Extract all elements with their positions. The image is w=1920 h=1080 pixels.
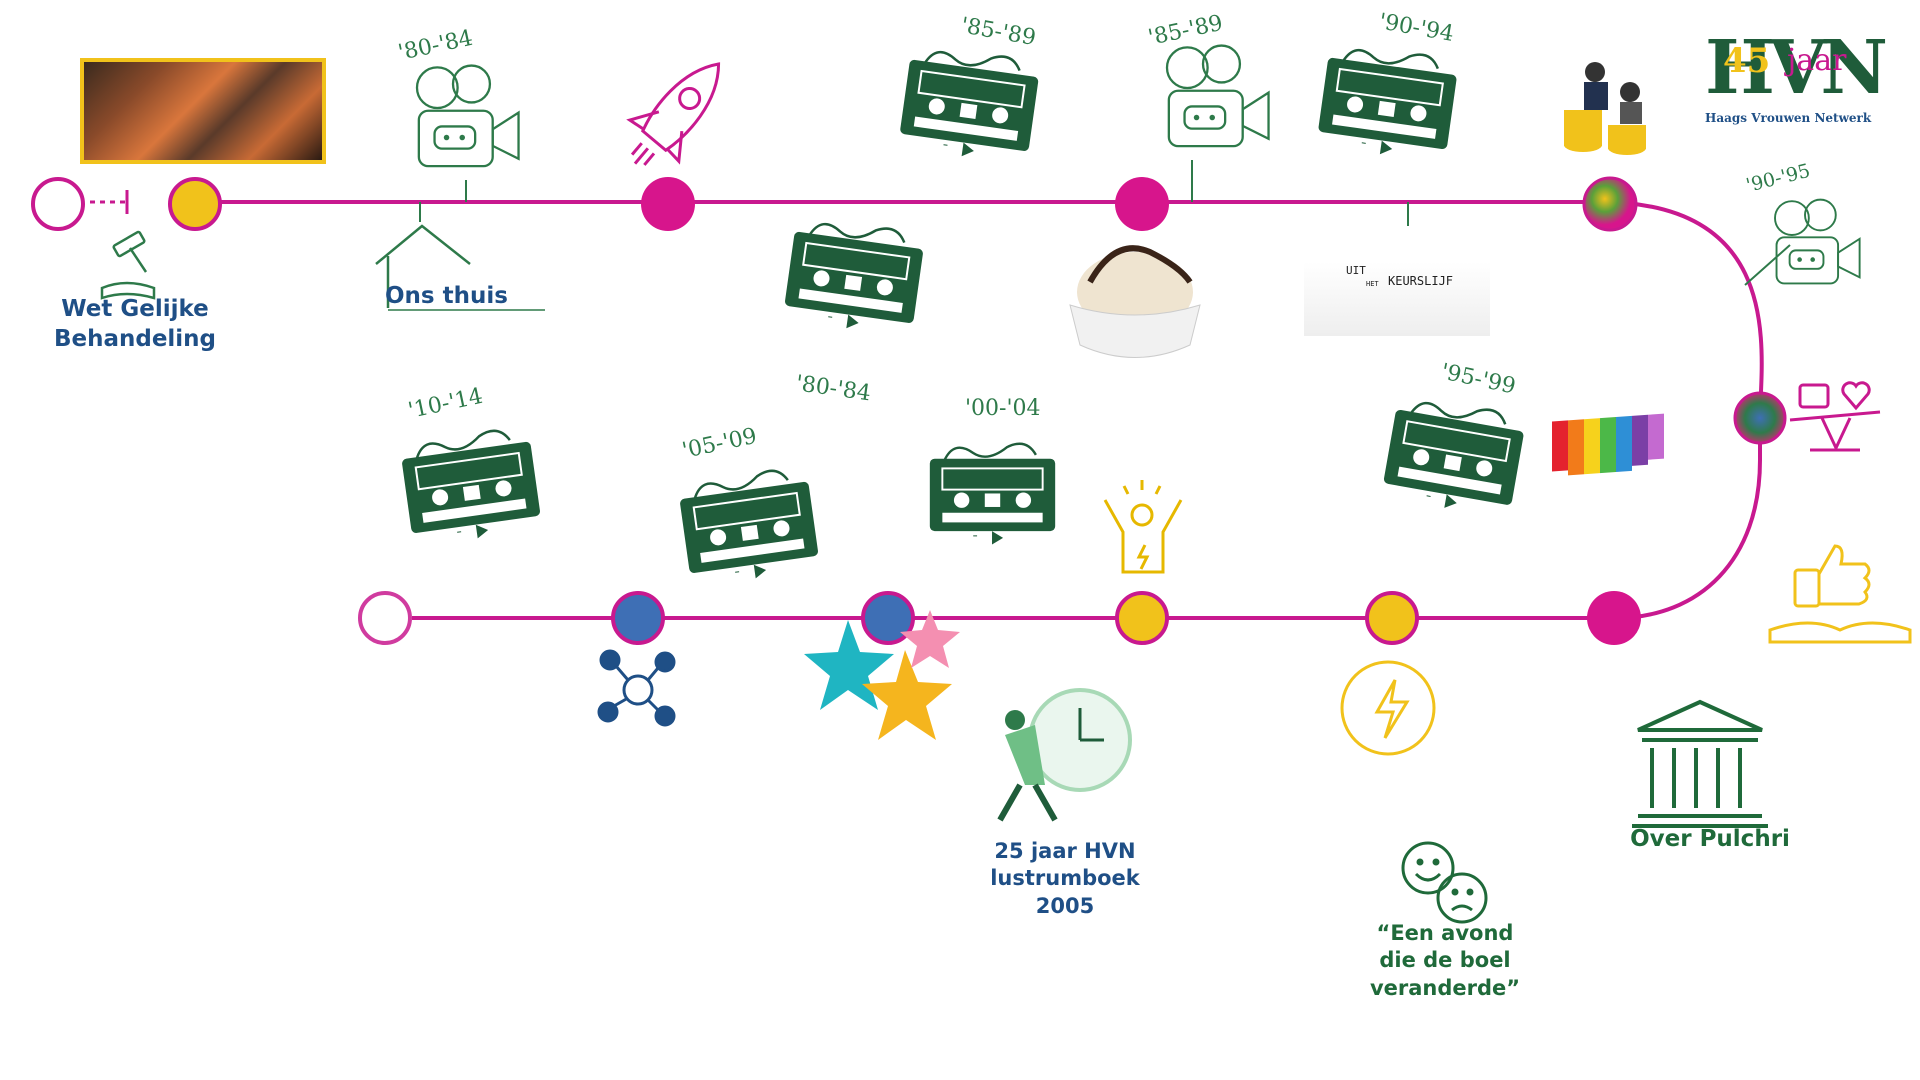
balance-icon [1789, 381, 1881, 452]
logo-letters: HVN [1705, 25, 1888, 111]
node-3[interactable] [1115, 177, 1169, 231]
gavel-icon [100, 230, 156, 300]
cassette-icon-7 [1379, 392, 1529, 521]
emotion-icon [1401, 841, 1488, 924]
year-tape4: '10-'14 [406, 384, 485, 424]
lustrum-line3: 2005 [1035, 893, 1095, 918]
top-track [90, 160, 1791, 620]
label-ons-thuis-text: Ons thuis [385, 283, 508, 309]
youtube-thumbnail[interactable]: UIT HET KEURSLIJF [1304, 262, 1490, 336]
temple-icon [1632, 699, 1768, 828]
node-1[interactable] [168, 177, 222, 231]
logo-org: Haags Vrouwen Netwerk [1705, 111, 1872, 125]
logo-word: jaar [1787, 43, 1847, 78]
node-2[interactable] [641, 177, 695, 231]
cassette-icon-5 [675, 464, 823, 589]
node-4[interactable] [1582, 176, 1638, 232]
node-8[interactable] [1115, 591, 1169, 645]
year-tape1: '85-'89 [959, 13, 1038, 51]
year-tape6: '00-'04 [965, 396, 1041, 421]
node-end[interactable] [358, 591, 412, 645]
node-7[interactable] [1365, 591, 1419, 645]
lustrum-line2: lustrumboek [990, 866, 1140, 891]
label-wet-text: Wet Gelijke Behandeling [53, 296, 217, 352]
energy-icon [1340, 660, 1436, 756]
avond-line2: die de boel [1379, 948, 1511, 973]
node-6[interactable] [1587, 591, 1641, 645]
year-cam3: '90-'95 [1744, 160, 1813, 197]
node-9[interactable] [861, 591, 915, 645]
cassette-icon-1 [896, 42, 1043, 167]
youtube-het: HET [1366, 280, 1379, 288]
year-cam1: '80-'84 [396, 26, 475, 66]
rainbow-icon [1552, 413, 1664, 476]
camera-icon-1 [415, 64, 520, 168]
year-cam2: '85-'89 [1146, 11, 1225, 51]
label-een-avond[interactable]: “Een avond die de boel veranderde” [1355, 920, 1535, 1002]
thumbs-up-icon [1768, 544, 1912, 644]
person-success-icon [1103, 480, 1183, 574]
house-icon [375, 224, 545, 311]
group-photo[interactable] [80, 58, 326, 164]
node-5[interactable] [1733, 391, 1787, 445]
youtube-uit: UIT [1346, 264, 1366, 277]
cassette-icon-6 [928, 442, 1057, 546]
camera-icon-2 [1165, 44, 1270, 148]
camera-icon-3 [1773, 198, 1861, 285]
avond-line3: veranderde” [1369, 975, 1521, 1000]
cassette-icon-4 [397, 424, 545, 549]
icecream-icon [1069, 245, 1201, 358]
cassette-icon-3 [780, 214, 928, 339]
label-lustrumboek[interactable]: 25 jaar HVN lustrumboek 2005 [975, 838, 1155, 920]
pulchri-text: Over Pulchri [1630, 826, 1790, 852]
starfish-icon [804, 610, 960, 740]
label-over-pulchri[interactable]: Over Pulchri [1600, 825, 1820, 855]
youtube-caption: KEURSLIJF [1388, 274, 1454, 288]
year-tape2: '90-'94 [1377, 9, 1456, 47]
node-start[interactable] [31, 177, 85, 231]
avond-line1: “Een avond [1376, 921, 1514, 945]
hvn-logo[interactable]: HVN 45 jaar Haags Vrouwen Netwerk [1705, 25, 1905, 135]
lustrum-line1: 25 jaar HVN [994, 839, 1136, 863]
coins-icon [1564, 62, 1646, 155]
clock-person-icon [997, 688, 1132, 822]
logo-number: 45 [1723, 41, 1771, 81]
year-tape7: '95-'99 [1439, 359, 1518, 399]
label-wet-gelijke-behandeling[interactable]: Wet Gelijke Behandeling [45, 295, 225, 355]
year-tape3: '80-'84 [794, 371, 872, 406]
cassette-icon-2 [1314, 40, 1461, 165]
year-tape5: '05-'09 [680, 424, 759, 464]
node-10[interactable] [611, 591, 665, 645]
network-icon [597, 649, 676, 727]
label-ons-thuis[interactable]: Ons thuis [385, 282, 545, 312]
rocket-icon [626, 62, 721, 166]
